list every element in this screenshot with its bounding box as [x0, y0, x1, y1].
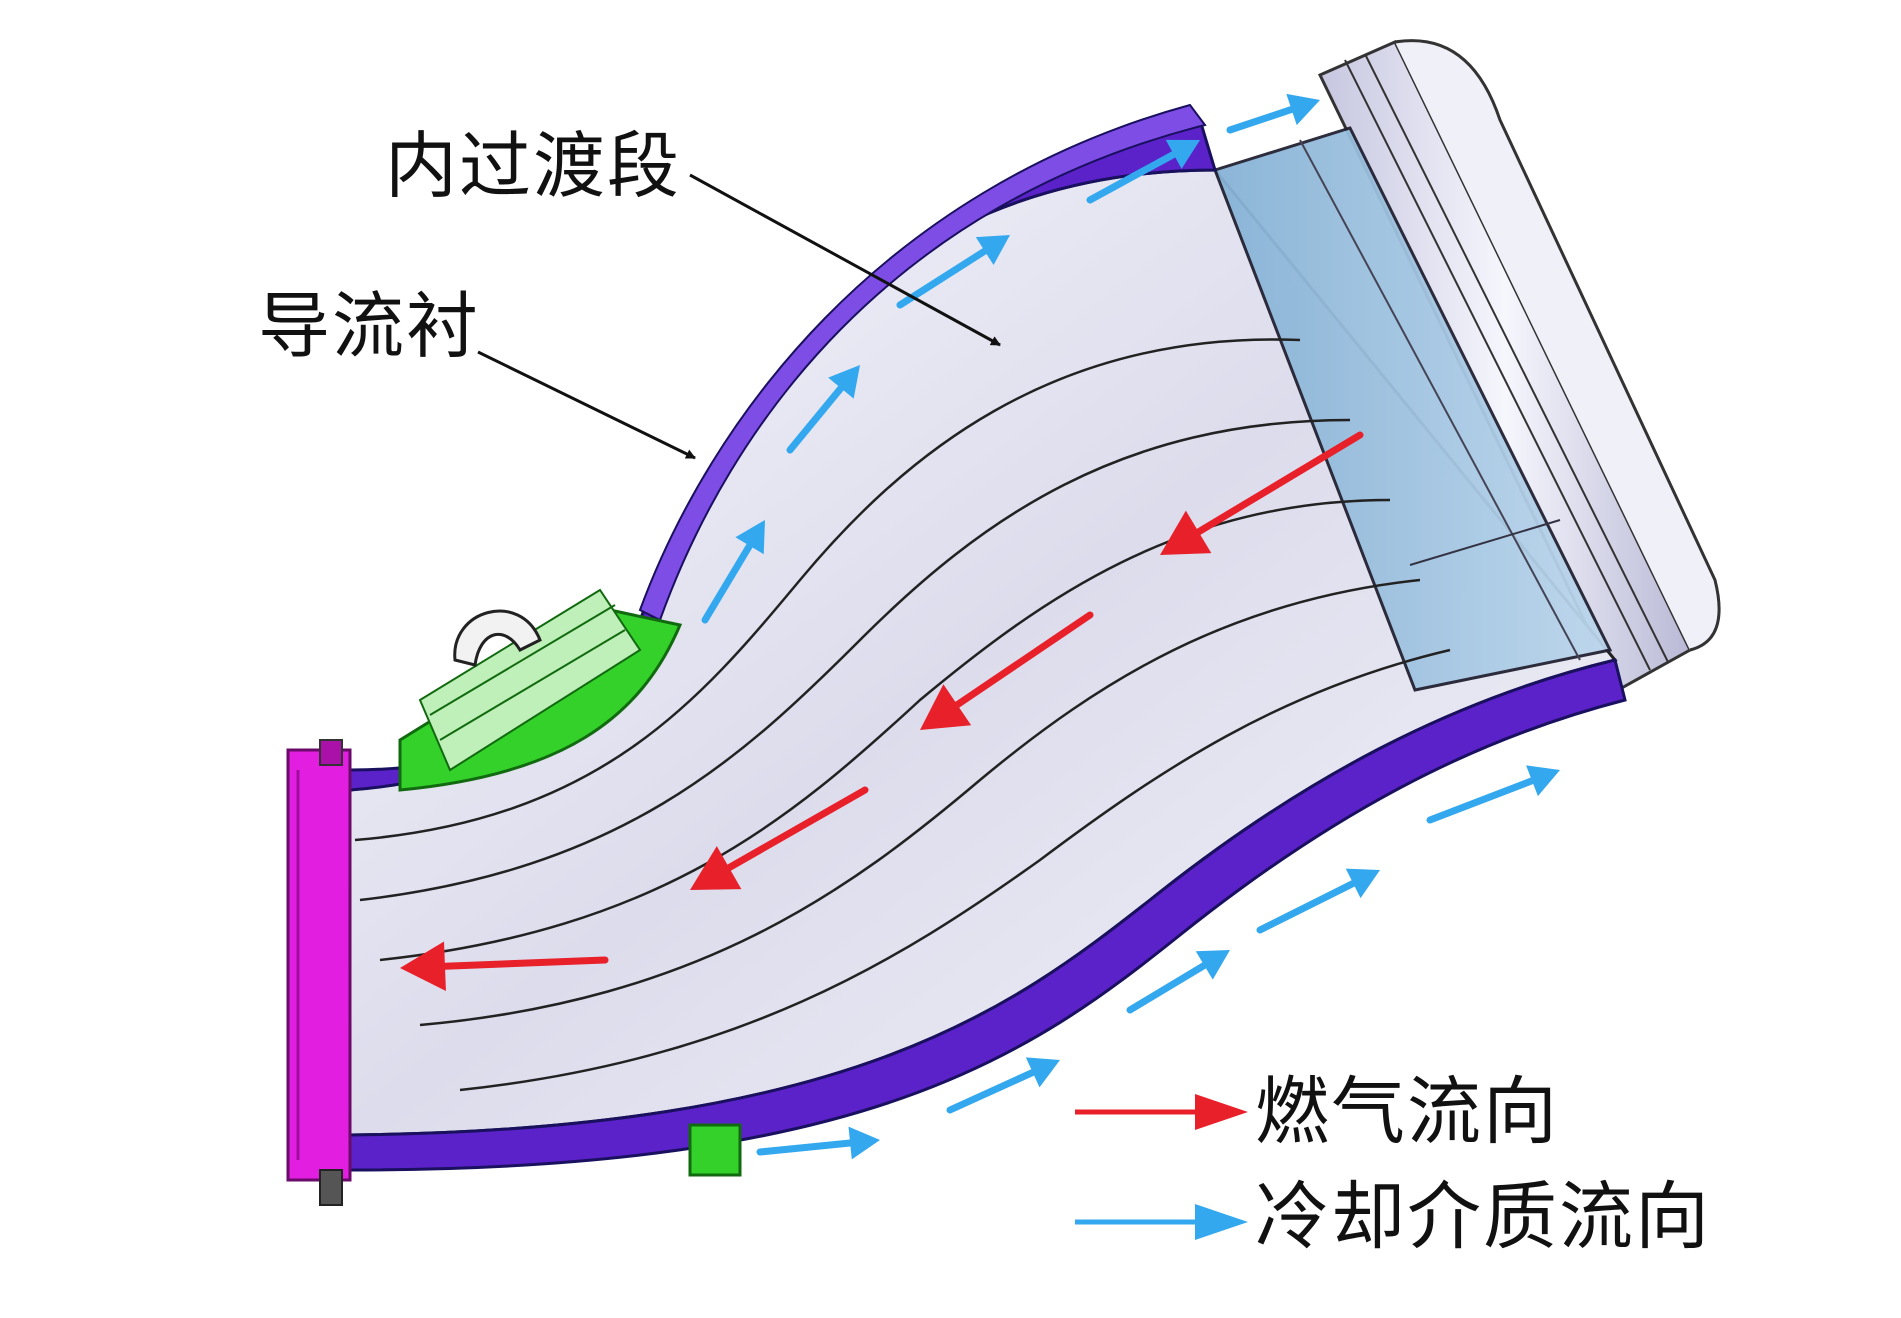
leader-flow-liner	[477, 350, 696, 460]
legend-gas-arrow	[1075, 1094, 1248, 1130]
igniter-bracket	[453, 609, 542, 667]
coolant-flow-arrow	[1426, 765, 1560, 824]
exit-flange-rim	[1394, 39, 1721, 652]
coolant-flow-arrow	[1086, 139, 1200, 204]
coolant-flow-arrow	[786, 365, 860, 454]
legend-gas-flow-label: 燃气流向	[1255, 1069, 1559, 1155]
gas-flow-arrow	[920, 611, 1094, 730]
flange-line	[1344, 59, 1651, 671]
flange-bolt	[319, 1169, 343, 1206]
gas-flow-arrow	[400, 941, 609, 991]
gas-arrows	[400, 431, 1364, 991]
flow-liner-lower	[348, 658, 1627, 1172]
spacer-green	[688, 1123, 742, 1177]
ring-line	[1299, 139, 1581, 661]
legend-coolant-flow-label: 冷却介质流向	[1255, 1174, 1711, 1260]
gas-flow-arrow	[690, 786, 869, 890]
coolant-flow-arrow	[1226, 93, 1320, 134]
coolant-flow-arrow	[1256, 868, 1380, 934]
liner-mount-green	[398, 588, 683, 792]
coolant-flow-arrow	[701, 520, 765, 624]
coolant-flow-arrow	[1126, 950, 1230, 1014]
leader-inner-transition	[689, 173, 1001, 347]
liner-edge	[638, 103, 1207, 622]
coolant-flow-arrow	[756, 1126, 880, 1160]
exit-ring	[1213, 126, 1613, 692]
flange-line	[1364, 53, 1669, 663]
coolant-flow-arrow	[896, 235, 1010, 309]
coolant-flow-arrow	[946, 1057, 1060, 1114]
coolant-arrows	[701, 93, 1560, 1160]
flange-bolt	[319, 739, 343, 766]
ring-seam	[1409, 519, 1561, 566]
gas-flow-arrow	[1160, 431, 1364, 555]
label-flow-liner: 导流衬	[258, 284, 481, 368]
label-inner-transition: 内过渡段	[385, 124, 682, 208]
legend-coolant-arrow	[1075, 1204, 1248, 1240]
